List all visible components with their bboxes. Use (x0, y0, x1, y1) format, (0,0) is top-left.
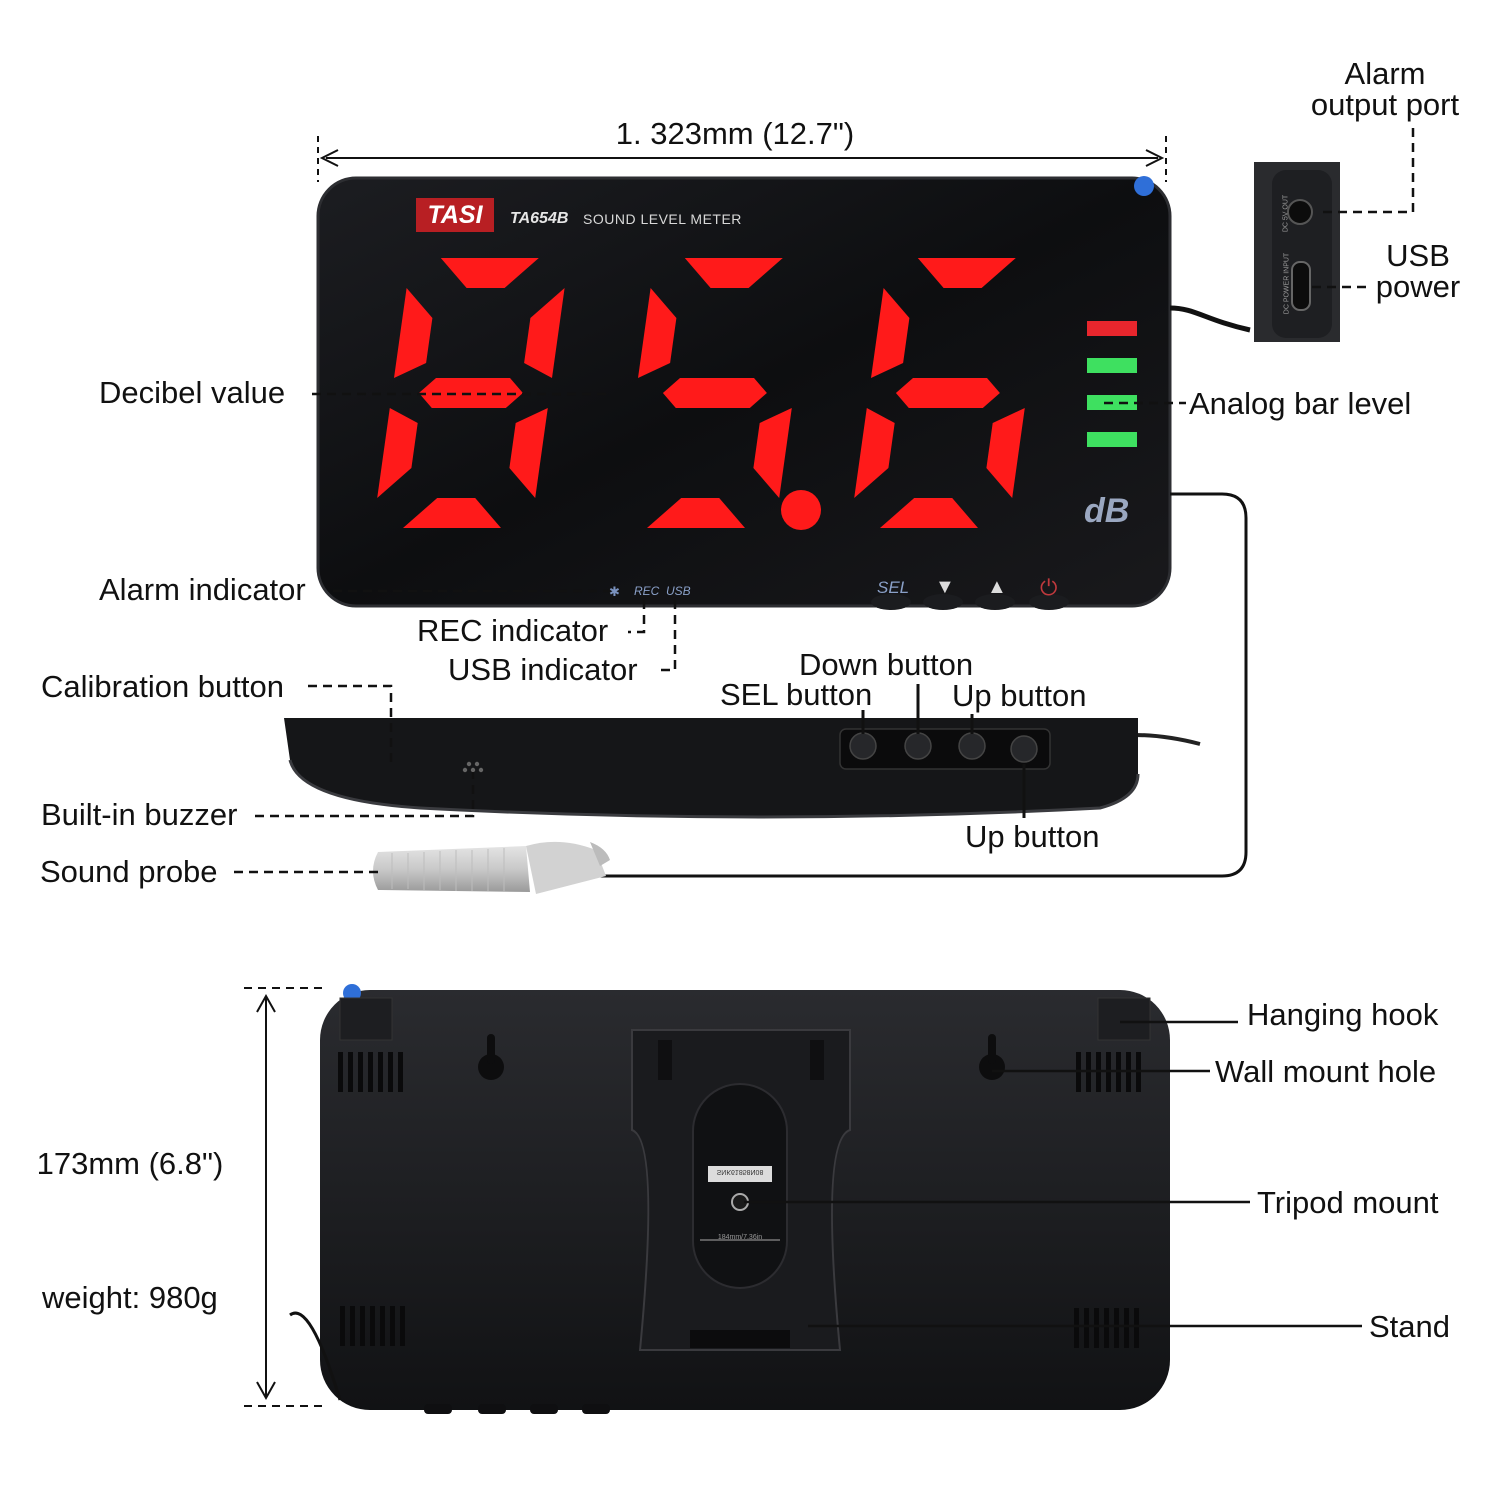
decimal-point (781, 490, 821, 530)
up-button-bottom-label: Up button (965, 819, 1100, 854)
vent-slot (1114, 1308, 1119, 1348)
weight-label: weight: 980g (42, 1280, 218, 1315)
analog-bar-segment (1087, 432, 1137, 447)
down-button-label: Down button (799, 647, 974, 682)
alarm-output-port-label: Alarm output port (1310, 56, 1460, 122)
vent-slot (1104, 1308, 1109, 1348)
usb-c-port (1291, 261, 1311, 311)
decibel-digits (377, 258, 1025, 528)
analog-bar-segment (1087, 321, 1137, 336)
leader-lines (234, 122, 1415, 874)
digit-segment (394, 288, 433, 378)
tripod-mount-label: Tripod mount (1257, 1185, 1439, 1220)
back-ruler-label: 184mm/7.36in (717, 1234, 763, 1241)
digit-segment (895, 378, 1000, 408)
digit-segment (986, 408, 1025, 498)
vent-slot (388, 1052, 393, 1092)
stand-label: Stand (1369, 1309, 1451, 1344)
digit-segment (638, 288, 677, 378)
hanging-hook-label: Hanging hook (1247, 997, 1439, 1032)
built-in-buzzer-label: Built-in buzzer (41, 797, 238, 832)
vent-slot (1084, 1308, 1089, 1348)
vent-slot (348, 1052, 353, 1092)
hanging-hook-right (1097, 997, 1151, 1041)
digit-segment (753, 408, 792, 498)
vent-slot (1074, 1308, 1079, 1348)
analog-bar-level-label: Analog bar level (1189, 386, 1412, 421)
vent-slot (338, 1052, 343, 1092)
height-dimension-line (244, 987, 326, 1407)
digit-segment (377, 408, 418, 498)
rec-indicator: REC (634, 584, 660, 598)
button-leaders (861, 684, 1026, 818)
power-key[interactable]: ⏻ (1040, 575, 1058, 600)
wall-mount-holes (478, 1034, 1005, 1080)
vent-slot (400, 1306, 405, 1346)
up-button-top-label: Up button (952, 678, 1087, 713)
digit-segment (662, 378, 767, 408)
sel-key[interactable]: SEL (877, 578, 910, 597)
usb-indicator: USB (666, 584, 691, 598)
digit-segment (403, 498, 501, 528)
vent-slot (350, 1306, 355, 1346)
digit-segment (647, 498, 745, 528)
vent-slot (1094, 1308, 1099, 1348)
rec-indicator-label: REC indicator (417, 613, 609, 648)
alarm-indicator-label: Alarm indicator (99, 572, 306, 607)
sound-probe-label: Sound probe (40, 854, 218, 889)
hanging-hook-left (339, 997, 393, 1041)
vent-slot (1134, 1308, 1139, 1348)
vent-slot (358, 1052, 363, 1092)
decibel-value-label: Decibel value (99, 375, 286, 410)
vent-slot (370, 1306, 375, 1346)
usb-power-cable (1169, 305, 1251, 333)
digit-segment (917, 258, 1016, 288)
usb-power-label: USB power (1375, 238, 1461, 304)
vent-slot (360, 1306, 365, 1346)
digit-segment (440, 258, 539, 288)
back-sticker: SNK61858N08 (716, 1168, 764, 1175)
calibration-button-label: Calibration button (41, 669, 284, 704)
blue-corner-knob (1134, 176, 1154, 196)
unit-label: dB (1084, 492, 1130, 530)
sel-button-label: SEL button (720, 677, 873, 712)
model-label: TA654B (510, 210, 569, 227)
brand-logo-badge (416, 198, 494, 232)
product-name-label: SOUND LEVEL METER (583, 211, 742, 227)
width-dimension-label: 1. 323mm (12.7") (615, 116, 855, 151)
digit-segment (684, 258, 783, 288)
vent-slot (378, 1052, 383, 1092)
wall-mount-hole-label: Wall mount hole (1215, 1054, 1437, 1089)
vent-slot (380, 1306, 385, 1346)
alarm-indicator-icon: ✱ (609, 584, 620, 599)
vent-slot (398, 1052, 403, 1092)
brand-logo: TASI (427, 201, 483, 229)
digit-segment (854, 408, 895, 498)
digit-segment (524, 288, 565, 378)
digit-segment (509, 408, 548, 498)
vent-slot (340, 1306, 345, 1346)
usb-indicator-label: USB indicator (448, 652, 638, 687)
analog-bar-segment (1087, 358, 1137, 373)
down-key[interactable]: ▼ (935, 576, 955, 598)
alarm-output-jack (1287, 199, 1313, 225)
digit-segment (871, 288, 910, 378)
back-leaders (744, 1020, 1362, 1328)
up-key[interactable]: ▲ (987, 576, 1007, 598)
dc-in-port-label: DC POWER INPUT (1283, 252, 1291, 315)
digit-segment (880, 498, 978, 528)
height-dimension-label: 173mm (6.8") (36, 1146, 224, 1181)
vent-slot (368, 1052, 373, 1092)
vent-slot (390, 1306, 395, 1346)
probe-cable (600, 492, 1248, 878)
width-dimension-line (317, 136, 1167, 182)
vent-slot (1124, 1308, 1129, 1348)
sound-probe (373, 841, 610, 894)
